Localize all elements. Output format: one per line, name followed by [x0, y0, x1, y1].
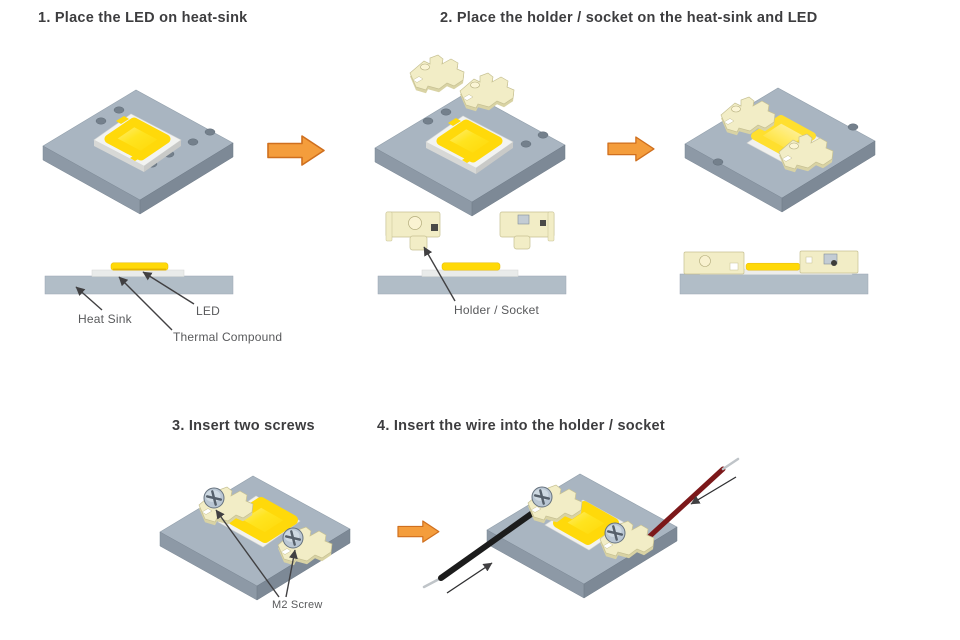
led-emitter — [104, 117, 171, 161]
wire-tip — [721, 457, 740, 471]
heat-sink-label: Heat Sink — [78, 312, 132, 326]
led-package — [425, 115, 514, 174]
step1-isometric — [42, 89, 234, 215]
step2-side-view — [377, 211, 567, 302]
m2-screw-label: M2 Screw — [272, 599, 323, 611]
next-step-arrow-icon — [607, 136, 655, 162]
led-emitter — [436, 119, 503, 163]
led-tab — [448, 118, 461, 126]
m2-screw — [603, 521, 627, 545]
holder-side — [385, 211, 441, 251]
step4-isometric — [422, 457, 740, 599]
thermal-compound-layer — [421, 269, 519, 277]
black-wire — [438, 509, 537, 581]
pointer-arrow — [423, 246, 456, 302]
step2-title: 2. Place the holder / socket on the heat… — [440, 10, 818, 26]
step4-title: 4. Insert the wire into the holder / soc… — [377, 418, 665, 434]
pointer-arrow — [285, 549, 298, 598]
led-tab — [130, 153, 143, 161]
step1-side-view — [44, 262, 234, 331]
step2-result-isometric — [684, 87, 876, 213]
next-step-arrow-icon — [397, 520, 440, 543]
insertion-arrow — [446, 562, 493, 594]
led-side — [745, 262, 801, 271]
led-package — [93, 113, 182, 172]
heat-sink-side — [44, 275, 234, 295]
heat-sink-side — [679, 273, 869, 295]
led-label: LED — [196, 304, 220, 318]
m2-screw — [202, 486, 226, 510]
pointer-arrow — [118, 276, 173, 331]
holder-side — [499, 211, 555, 250]
holder-socket-floating — [459, 72, 515, 112]
holder-socket-label: Holder / Socket — [454, 303, 540, 317]
led-side — [441, 262, 501, 271]
thermal-compound-label: Thermal Compound — [173, 330, 283, 344]
step1-title: 1. Place the LED on heat-sink — [38, 10, 248, 26]
insertion-arrow — [690, 476, 737, 505]
pointer-arrow — [142, 271, 195, 305]
led-tab — [462, 155, 475, 163]
pointer-arrow — [215, 509, 280, 598]
holder-side — [799, 250, 859, 274]
holder-side — [683, 251, 745, 275]
m2-screw — [530, 485, 554, 509]
step3-title: 3. Insert two screws — [172, 418, 315, 434]
step3-isometric — [159, 475, 351, 601]
red-wire — [647, 466, 726, 539]
pointer-arrow — [75, 286, 103, 311]
m2-screw — [281, 526, 305, 550]
holder-socket-floating — [409, 54, 465, 94]
thermal-compound-layer — [91, 269, 185, 277]
next-step-arrow-icon — [267, 135, 325, 166]
mounting-hole — [712, 158, 724, 166]
led-tab — [116, 116, 129, 124]
mounting-hole — [847, 123, 859, 131]
step2-result-side-view — [679, 250, 869, 295]
step2-isometric — [374, 54, 566, 217]
heat-sink-side — [377, 275, 567, 295]
